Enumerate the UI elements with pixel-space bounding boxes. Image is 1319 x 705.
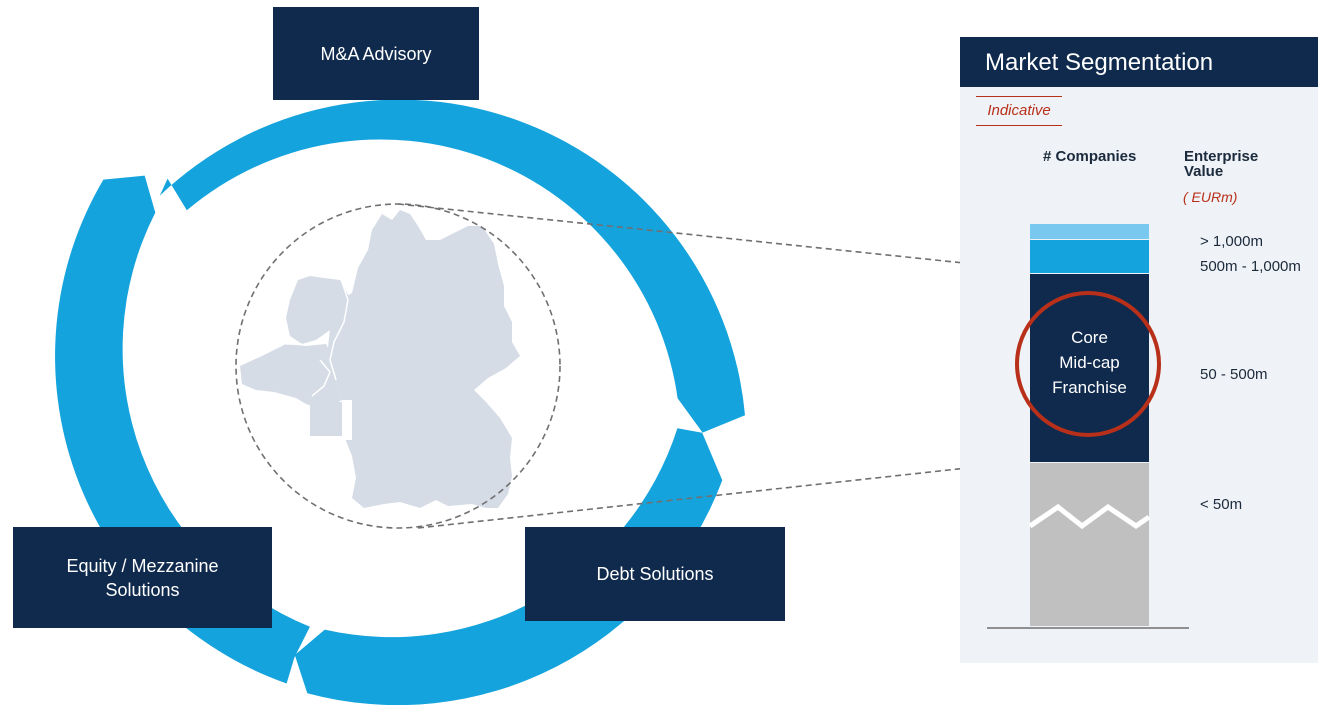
axis-break-zigzag [1028,503,1151,530]
connector-line-bottom [417,460,1032,529]
core-midcap-label: Core Mid-cap Franchise [1052,328,1127,397]
segment-label-500m-1000m: 500m - 1,000m [1200,258,1301,275]
indicative-tag: Indicative [976,96,1062,126]
segment-over-1000m [1030,224,1149,239]
map-germany [328,210,520,508]
ring-segment-top-right [159,99,746,433]
equity-mezzanine-box: Equity / Mezzanine Solutions [13,527,272,628]
panel-title: Market Segmentation [985,49,1214,76]
segment-label-under-50m: < 50m [1200,496,1243,513]
segment-under-50m [1030,463,1149,626]
map-germany-benelux [240,210,520,508]
map-luxembourg [310,402,342,436]
segment-500m-1000m [1030,240,1149,273]
market-segmentation-panel: Market Segmentation Indicative # Compani… [960,37,1318,663]
ma-advisory-label: M&A Advisory [320,43,432,64]
segment-label-over-1000m: > 1,000m [1200,233,1263,250]
debt-solutions-label: Debt Solutions [596,564,714,584]
map-notch [342,400,352,440]
map-netherlands [286,276,350,344]
segment-label-50-500m: 50 - 500m [1200,366,1268,383]
panel-header: Market Segmentation [960,37,1318,87]
enterprise-value-column-header: Enterprise Value [1184,148,1259,180]
map-borders [286,281,349,397]
core-midcap-highlight-circle [1015,291,1161,437]
connector-line-top [397,203,1032,271]
segmentation-bar [987,224,1189,629]
ma-advisory-box: M&A Advisory [273,7,479,100]
companies-column-header: # Companies [1043,148,1137,165]
ev-unit-label: ( EURm) [1183,189,1238,205]
debt-solutions-box: Debt Solutions [525,527,785,621]
equity-mezzanine-label: Equity / Mezzanine Solutions [66,555,219,600]
map-belgium [240,344,342,410]
